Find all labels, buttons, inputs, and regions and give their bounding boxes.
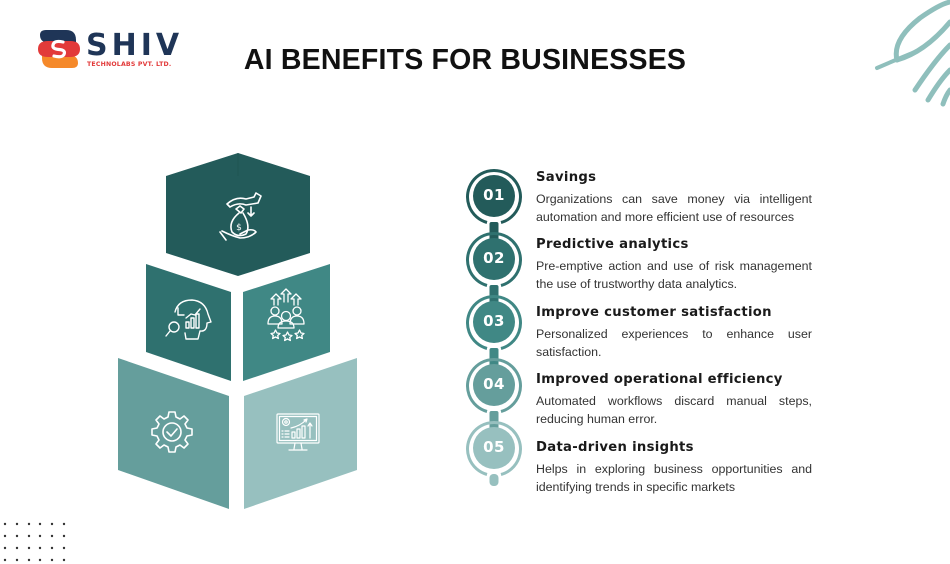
brand-name: SHIV [86,28,184,63]
brand-tagline: TECHNOLABS PVT. LTD. [87,61,172,68]
step-number: 03 [483,312,505,330]
monitor-dashboard-icon [276,413,320,451]
company-logo: SHIV TECHNOLABS PVT. LTD. [36,28,186,73]
timeline-connector [489,411,499,429]
cube-block-middle-left [146,264,231,381]
benefit-title: Data-driven insights [536,440,694,455]
brain-analytics-icon [165,299,212,340]
cube-block-top: $ [166,153,310,276]
step-number: 02 [483,249,505,267]
benefit-item-customer-satisfaction: Improve customer satisfaction Personaliz… [536,305,812,361]
benefit-item-operational-efficiency: Improved operational efficiency Automate… [536,372,812,428]
benefit-title: Improve customer satisfaction [536,305,772,320]
cube-block-middle-right [243,264,330,381]
timeline-connector [489,285,499,303]
cube-block-bottom-left [118,358,229,509]
benefit-description: Automated workflows discard manual steps… [536,394,812,426]
step-number: 01 [483,186,505,204]
people-growth-rating-icon [267,288,305,342]
logo-mark-icon [38,30,80,68]
benefit-title: Savings [536,170,597,185]
benefit-item-data-driven-insights: Data-driven insights Helps in exploring … [536,440,812,496]
benefit-title: Improved operational efficiency [536,372,783,387]
timeline-connector [489,222,499,240]
benefit-description: Personalized experiences to enhance user… [536,327,812,359]
benefit-description: Helps in exploring business opportunitie… [536,462,812,494]
benefit-item-predictive-analytics: Predictive analytics Pre-emptive action … [536,237,812,293]
money-bag-hands-icon: $ [219,192,262,241]
decorative-swirl-icon [875,0,950,107]
decorative-dot-grid [3,522,66,562]
gear-check-icon [151,411,193,453]
benefits-cube-diagram: $ [118,153,357,509]
benefit-description: Organizations can save money via intelli… [536,192,812,224]
cube-block-bottom-right [244,358,357,509]
timeline-connector [489,348,499,366]
step-number: 04 [483,375,505,393]
page-title: AI BENEFITS FOR BUSINESSES [243,44,687,76]
benefit-description: Pre-emptive action and use of risk manag… [536,259,812,291]
benefit-item-savings: Savings Organizations can save money via… [536,170,812,226]
benefit-title: Predictive analytics [536,237,689,252]
timeline-connector [489,474,499,486]
step-number: 05 [483,438,505,456]
svg-text:$: $ [236,223,242,233]
